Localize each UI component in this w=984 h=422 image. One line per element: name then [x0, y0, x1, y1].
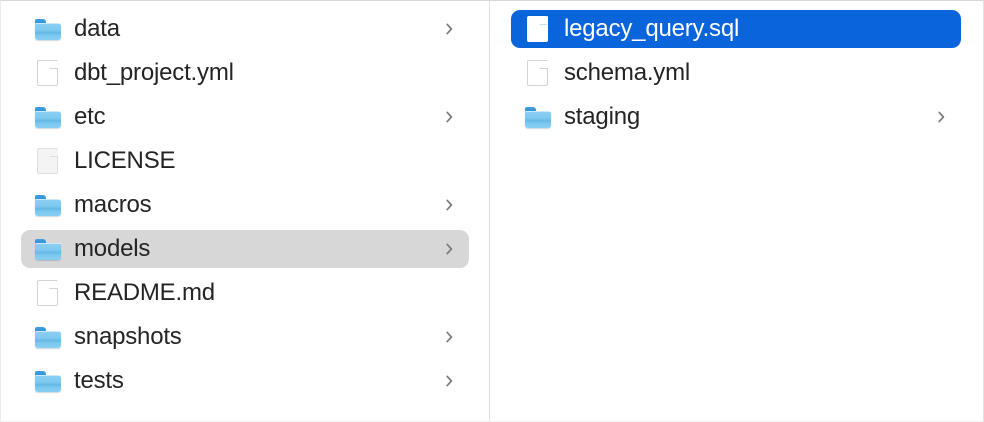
list-item[interactable]: tests [21, 362, 469, 400]
list-item[interactable]: schema.yml [511, 54, 961, 92]
folder-icon-tab [35, 19, 46, 24]
folder-icon-tab [35, 107, 46, 112]
document-icon [524, 58, 551, 88]
folder-icon-body [35, 22, 61, 40]
folder-icon-body [35, 330, 61, 348]
list-item[interactable]: README.md [21, 274, 469, 312]
document-icon [34, 58, 61, 88]
folder-icon-tab [35, 327, 46, 332]
folder-icon [35, 327, 61, 348]
chevron-right-icon[interactable] [444, 197, 455, 213]
list-item-label: staging [564, 103, 640, 130]
folder-icon [34, 234, 61, 264]
folder-icon-tab [35, 195, 46, 200]
list-item[interactable]: models [21, 230, 469, 268]
list-item-label: macros [74, 191, 152, 218]
list-item-label: README.md [74, 279, 215, 306]
list-item[interactable]: staging [511, 98, 961, 136]
folder-icon [525, 107, 551, 128]
list-item-label: LICENSE [74, 147, 176, 174]
list-item[interactable]: legacy_query.sql [511, 10, 961, 48]
folder-icon [35, 239, 61, 260]
chevron-right-icon[interactable] [936, 109, 947, 125]
folder-icon [35, 195, 61, 216]
chevron-right-icon[interactable] [444, 329, 455, 345]
folder-icon [34, 366, 61, 396]
folder-icon-body [35, 198, 61, 216]
folder-icon [35, 107, 61, 128]
chevron-right-icon[interactable] [444, 373, 455, 389]
list-item-label: dbt_project.yml [74, 59, 234, 86]
document-icon [524, 14, 551, 44]
document-icon [34, 278, 61, 308]
list-item[interactable]: macros [21, 186, 469, 224]
folder-icon-body [35, 374, 61, 392]
list-item[interactable]: dbt_project.yml [21, 54, 469, 92]
document-icon [37, 280, 58, 306]
list-item-label: legacy_query.sql [564, 15, 740, 42]
document-icon [527, 60, 548, 86]
document-icon [527, 16, 548, 42]
finder-column-child-column[interactable]: legacy_query.sql schema.yml staging [490, 1, 983, 421]
folder-icon-body [35, 110, 61, 128]
folder-icon [35, 371, 61, 392]
list-item-label: data [74, 15, 120, 42]
list-item-label: etc [74, 103, 106, 130]
list-item-label: snapshots [74, 323, 182, 350]
folder-icon [34, 190, 61, 220]
list-item[interactable]: etc [21, 98, 469, 136]
folder-icon [34, 14, 61, 44]
folder-icon-body [525, 110, 551, 128]
chevron-right-icon[interactable] [444, 241, 455, 257]
folder-icon [34, 322, 61, 352]
folder-icon [35, 19, 61, 40]
list-item[interactable]: data [21, 10, 469, 48]
list-item-label: schema.yml [564, 59, 691, 86]
list-item[interactable]: snapshots [21, 318, 469, 356]
folder-icon-tab [35, 239, 46, 244]
plain-document-icon [37, 148, 58, 174]
plain-document-icon [34, 146, 61, 176]
chevron-right-icon[interactable] [444, 21, 455, 37]
list-item[interactable]: LICENSE [21, 142, 469, 180]
document-icon [37, 60, 58, 86]
folder-icon [34, 102, 61, 132]
list-item-label: models [74, 235, 151, 262]
folder-icon-tab [525, 107, 536, 112]
chevron-right-icon[interactable] [444, 109, 455, 125]
folder-icon [524, 102, 551, 132]
folder-icon-body [35, 242, 61, 260]
folder-icon-tab [35, 371, 46, 376]
list-item-label: tests [74, 367, 124, 394]
